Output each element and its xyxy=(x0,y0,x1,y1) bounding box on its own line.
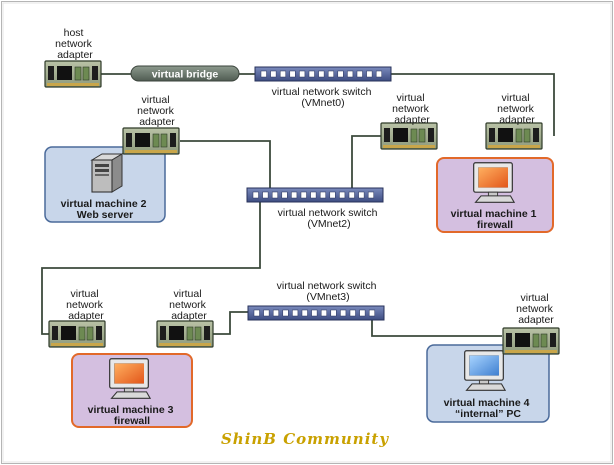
wire-vm1-switch2 xyxy=(351,135,382,193)
switch-port xyxy=(339,191,346,199)
switch-port xyxy=(329,191,336,199)
vm3-adapter-b-label: virtual network adapter xyxy=(169,288,209,322)
switch-port xyxy=(253,309,260,317)
switch-port xyxy=(282,309,289,317)
switch-port xyxy=(308,70,315,78)
switch-port xyxy=(292,309,299,317)
switch-port xyxy=(260,70,267,78)
switch-port xyxy=(281,191,288,199)
switch-vmnet3 xyxy=(247,305,385,321)
switch2-label: virtual network switch (VMnet2) xyxy=(278,207,381,230)
switch-port xyxy=(320,309,327,317)
switch-port xyxy=(337,70,344,78)
switch-port xyxy=(330,309,337,317)
vm2-adapter-label: virtual network adapter xyxy=(137,94,177,128)
switch3-label: virtual network switch (VMnet3) xyxy=(277,280,380,303)
switch-port xyxy=(319,191,326,199)
host-adapter-label: host network adapter xyxy=(55,27,95,61)
vm2-label: virtual machine 2 Web server xyxy=(61,198,150,221)
vm3-label: virtual machine 3 firewall xyxy=(88,404,177,427)
vm1-monitor-icon xyxy=(473,162,515,203)
vm1-label: virtual machine 1 firewall xyxy=(451,208,540,231)
virtual-bridge-label: virtual bridge xyxy=(152,69,219,81)
switch-port xyxy=(356,70,363,78)
switch-port xyxy=(291,191,298,199)
vm1-adapter-b-label: virtual network adapter xyxy=(497,92,537,126)
switch-port xyxy=(272,309,279,317)
switch-port xyxy=(252,191,259,199)
switch-port xyxy=(367,191,374,199)
switch-port xyxy=(300,191,307,199)
vm4-monitor-icon xyxy=(464,350,506,391)
switch-port xyxy=(375,70,382,78)
vm4-adapter-label: virtual network adapter xyxy=(516,292,556,326)
vm3-adapter-a-label: virtual network adapter xyxy=(66,288,106,322)
switch-port xyxy=(359,309,366,317)
switch-port xyxy=(270,70,277,78)
switch-port xyxy=(289,70,296,78)
vm2-adapter-icon xyxy=(122,127,180,155)
switch-port xyxy=(271,191,278,199)
wire-switch2-vm3 xyxy=(41,196,261,335)
switch-vmnet0 xyxy=(254,66,392,82)
wire-switch3-vm4 xyxy=(371,312,502,337)
switch-port xyxy=(311,309,318,317)
vm3-adapter-a-icon xyxy=(48,320,106,348)
switch-port xyxy=(368,309,375,317)
wire-vm2-switch2 xyxy=(180,140,271,193)
switch-port xyxy=(299,70,306,78)
wire-vm3-switch3 xyxy=(212,311,258,335)
vm3-monitor-icon xyxy=(109,358,151,399)
switch-port xyxy=(310,191,317,199)
vm1-adapter-a-label: virtual network adapter xyxy=(392,92,432,126)
switch-port xyxy=(327,70,334,78)
switch-port xyxy=(348,191,355,199)
switch-port xyxy=(347,70,354,78)
switch-port xyxy=(262,191,269,199)
vm4-adapter-icon xyxy=(502,327,560,355)
server-tower-icon xyxy=(90,153,124,193)
switch-port xyxy=(301,309,308,317)
host-adapter-icon xyxy=(44,60,102,88)
switch0-label: virtual network switch (VMnet0) xyxy=(272,86,375,109)
switch-port xyxy=(349,309,356,317)
vm1-adapter-b-icon xyxy=(485,122,543,150)
switch-port xyxy=(366,70,373,78)
vm1-adapter-a-icon xyxy=(380,122,438,150)
vm3-adapter-b-icon xyxy=(156,320,214,348)
wire-switch0-vm1 xyxy=(386,73,555,136)
switch-port xyxy=(340,309,347,317)
switch-port xyxy=(318,70,325,78)
switch-vmnet2 xyxy=(246,187,384,203)
vm4-label: virtual machine 4 “internal” PC xyxy=(444,397,533,420)
switch-port xyxy=(279,70,286,78)
virtual-bridge xyxy=(130,65,240,82)
watermark: ShinB Community xyxy=(221,430,389,448)
switch-port xyxy=(263,309,270,317)
switch-port xyxy=(358,191,365,199)
